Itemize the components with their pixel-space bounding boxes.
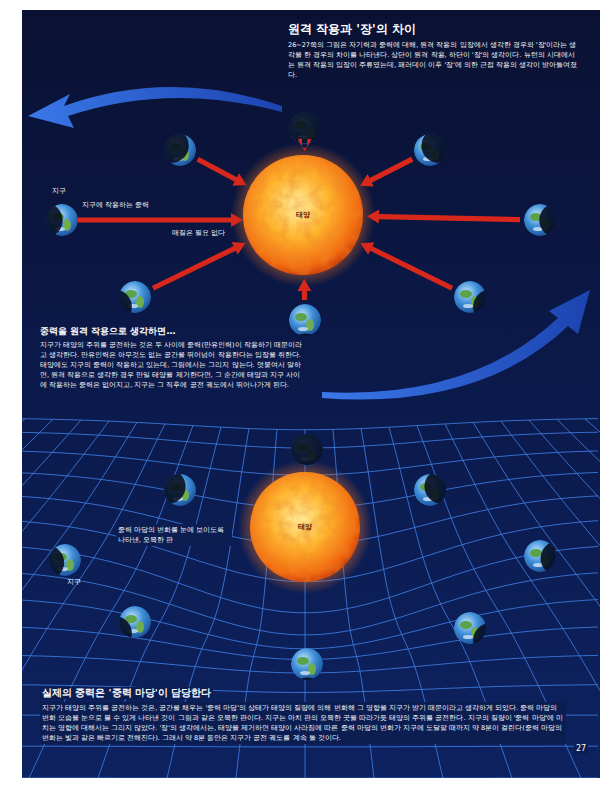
earth [414,470,458,506]
section-heading: 실제의 중력은 '중력 마당'이 담당한다 [40,687,213,699]
earth [454,612,507,657]
body-text: 지구가 태양의 주위를 공전하는 것은 두 사이에 중력(만유인력)이 작용하기… [40,340,302,390]
earth-shadow [155,129,189,163]
sun-glow [238,460,372,594]
gravity-arrow [297,279,311,300]
earth [414,129,455,166]
gravity-arrow [360,157,413,187]
earth [29,203,78,237]
earth-ocean [289,304,321,336]
earth [98,606,151,650]
earth-node: 지구 [49,544,81,576]
title: 원격 작용과 '장'의 차이 [288,22,416,37]
sun-node: 태양 [250,472,360,582]
sun-texture [243,155,363,275]
gravity-arrow [298,139,312,151]
node-label: 태양 [298,523,312,532]
gravity-grid [22,418,600,778]
sun-node: 태양 [243,155,363,275]
sun-body [250,472,360,582]
orbit-arrow [322,290,590,400]
gravity-arrow [152,242,246,291]
earth-shadow [30,545,64,579]
grid-line [22,600,598,649]
earth [290,431,324,466]
gravity-arrow [197,157,247,186]
grid-line [22,419,598,430]
page-number: 27 [574,744,588,754]
earth [288,109,322,144]
earth-shadow [473,290,507,324]
intro-text: 26~27쪽의 그림은 자기력과 중력에 대해, 원격 작용의 입장에서 생각한… [288,40,580,80]
earth-shadow [421,129,455,163]
plate-label: 중력 마당의 변화를 눈에 보이도록 나타낸, 오목한 판 [116,524,232,546]
earth-group [29,109,575,711]
earth [524,203,573,237]
earth [98,281,151,324]
earth-land [530,549,542,557]
orbit-arrow [28,87,282,128]
earth-shadow [98,290,132,324]
earth-land [295,313,307,321]
earth [454,281,507,324]
body-text: 지구가 태양의 주위를 공전하는 것은, 공간을 채우는 '중력 마당'의 상태… [40,702,566,744]
gravity-arrow [360,242,453,290]
sun-glow [231,143,375,287]
connector-line [78,217,231,222]
earth-ocean [291,648,323,680]
node-label: 지구 [52,187,66,196]
earth-land [460,621,472,629]
earth [524,540,575,575]
sun-texture [250,472,360,582]
earth-shadow [288,109,322,143]
earth [152,470,196,506]
earth [30,544,81,579]
earth-land [460,290,472,298]
earth-shadow [29,203,63,237]
background-panel [22,10,600,778]
node-label: 지구 [67,578,81,587]
earth-shadow [290,431,324,465]
earth-cloud [463,304,473,308]
earth-shadow [98,616,132,650]
earth [155,129,196,166]
gravity-arrow [367,210,520,224]
edge-label: 지구에 작용하는 중력 [82,201,149,210]
sun-body [243,155,363,275]
earth-shadow [539,203,573,237]
earth-cloud [463,635,473,639]
note-label: 매질은 필요 없다 [172,228,225,238]
node-label: 태양 [296,211,310,220]
earth-shadow [473,623,507,657]
section-heading: 중력을 원격 작용으로 생각하면… [40,325,175,337]
arrowhead [231,213,243,227]
earth-shadow [541,541,575,575]
earth-land [297,657,309,665]
earth-node: 지구 [46,204,78,236]
grid-line [585,419,600,778]
earth-cloud [300,671,310,675]
force-connector [78,213,243,227]
grid-line [22,419,25,778]
earth-cloud [298,327,308,331]
earth-shadow [152,470,186,504]
earth-shadow [424,470,458,504]
